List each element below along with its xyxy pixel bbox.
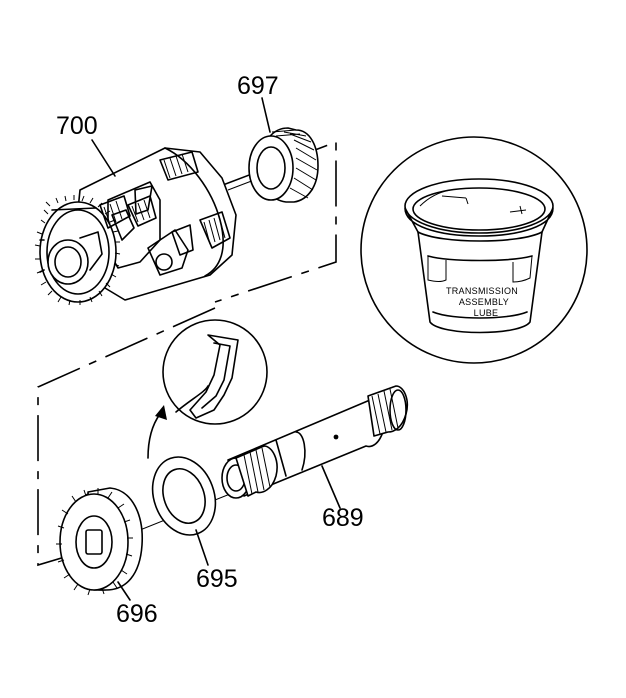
gear-696 (56, 487, 143, 596)
differential-carrier-700 (34, 147, 237, 306)
callout-696: 696 (116, 600, 158, 628)
leader-line-696 (117, 581, 131, 601)
leader-line-689 (321, 465, 341, 509)
lube-detail-circle (360, 136, 588, 364)
gear-697 (248, 127, 319, 203)
washer-tab-detail-circle (147, 319, 268, 459)
callout-697: 697 (237, 72, 279, 100)
callout-695: 695 (196, 565, 238, 593)
tub-label-line3: LUBE (474, 308, 499, 318)
callout-689: 689 (322, 504, 364, 532)
thrust-washer-695 (151, 456, 217, 536)
leader-line-697 (261, 97, 271, 133)
tub-label-line2: ASSEMBLY (459, 297, 509, 307)
callout-700: 700 (56, 112, 98, 140)
shaft-689 (221, 385, 409, 499)
leader-line-695 (195, 529, 209, 566)
leader-line-700 (91, 139, 116, 177)
tub-label-line1: TRANSMISSION (446, 286, 518, 296)
